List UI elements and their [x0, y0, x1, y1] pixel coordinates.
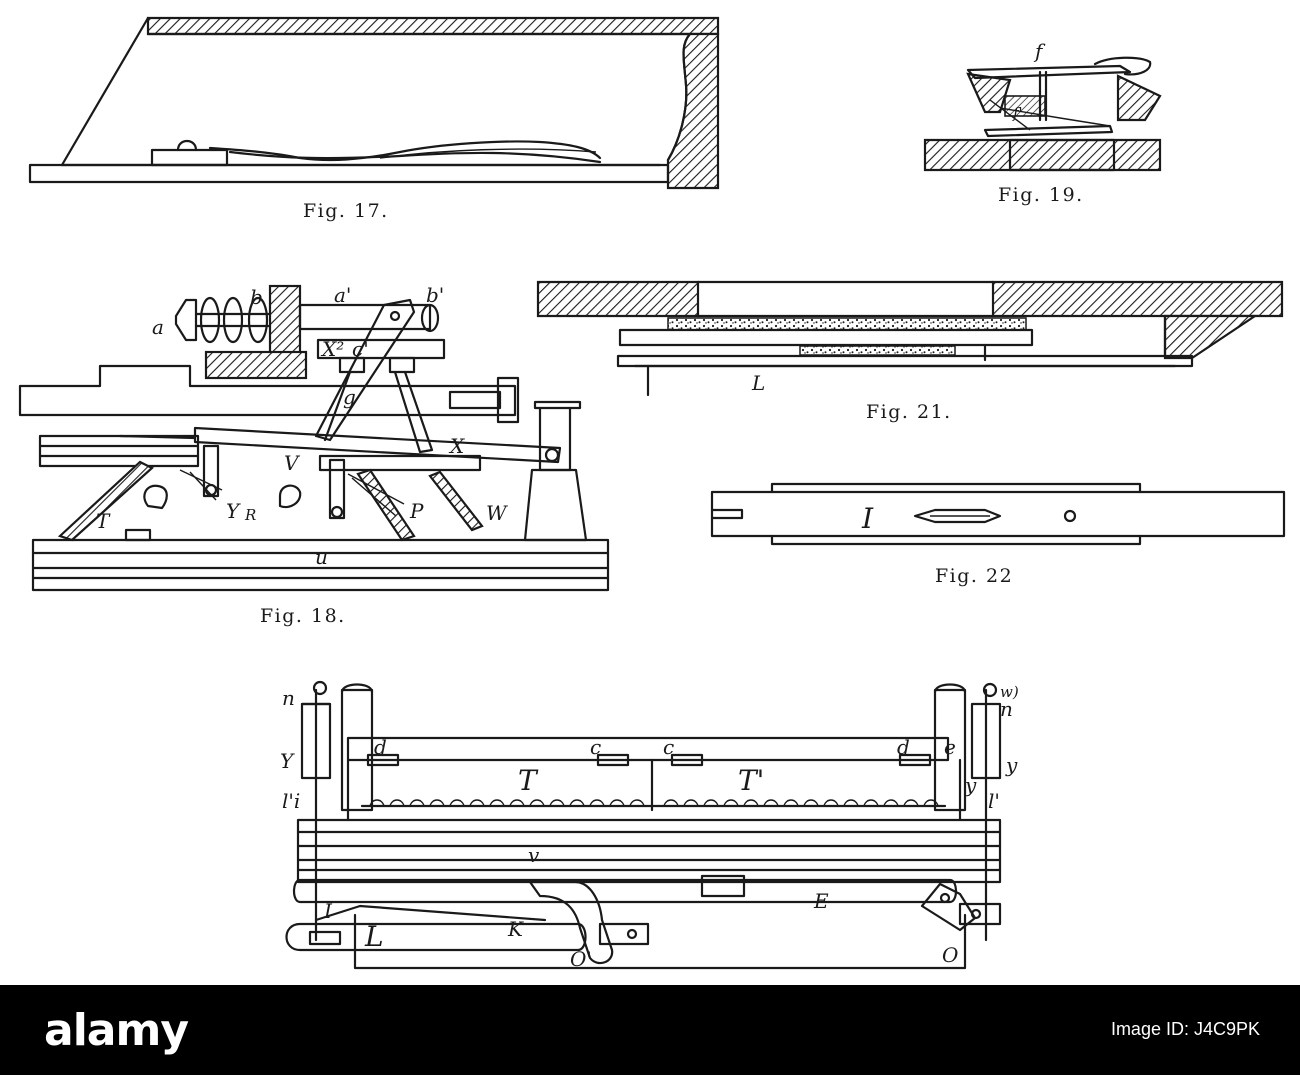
- fig20-label-c-left: c: [590, 735, 601, 759]
- image-id-text: Image ID: J4C9PK: [1110, 1019, 1260, 1039]
- fig18-label-w: W: [486, 501, 508, 525]
- figure-21: L Fig. 21.: [536, 280, 1284, 423]
- fig20-label-o-left: O': [570, 947, 592, 971]
- fig18-label-b: b: [250, 285, 263, 309]
- fig20-label-y-inner: y: [964, 773, 977, 797]
- watermark-brand: alamy Image ID: J4C9PK: [0, 985, 1300, 1075]
- fig20-label-t-left: T: [518, 764, 539, 797]
- fig18-label-a: a: [152, 315, 164, 339]
- figure-20: n n w) Y y y l'i l' d d e c c T T' v E K…: [280, 680, 1019, 971]
- fig21-label-l: L: [751, 371, 765, 395]
- fig18-label-b1: b': [426, 283, 444, 307]
- illustration-plate: Fig. 17. f f' Fig. 19.: [18, 16, 1286, 971]
- watermark-bar: [0, 985, 1300, 1075]
- fig21-caption: Fig. 21.: [866, 401, 952, 423]
- figure-18: a b a' b' X² c' g X V Y R T P W u Fig. 1…: [18, 283, 610, 627]
- fig20-label-v: v: [528, 843, 540, 867]
- fig19-caption: Fig. 19.: [998, 184, 1084, 206]
- fig19-label-f: f: [1033, 39, 1046, 63]
- fig18-label-x: X: [448, 434, 465, 458]
- fig20-label-l-left: l'i: [282, 789, 300, 813]
- fig18-label-t: T: [96, 509, 111, 533]
- fig18-label-x2: X²: [320, 337, 344, 361]
- fig20-label-t-right: T': [738, 764, 764, 797]
- alamy-logo: alamy: [44, 1005, 189, 1056]
- fig17-caption: Fig. 17.: [303, 200, 389, 222]
- fig20-label-e-rail: E: [813, 889, 829, 913]
- fig18-caption: Fig. 18.: [260, 605, 346, 627]
- figure-19: f f' Fig. 19.: [923, 39, 1162, 206]
- fig22-label-i: I: [861, 502, 874, 535]
- fig18-label-r: R: [244, 506, 256, 524]
- hammer-row: [369, 799, 939, 807]
- fig20-label-c-right: c: [663, 735, 674, 759]
- fig20-label-w: w): [1000, 683, 1019, 701]
- fig20-label-k: K: [507, 917, 524, 941]
- fig20-label-d-right: d: [897, 735, 910, 759]
- fig20-label-l-right: l': [988, 789, 1000, 813]
- fig22-caption: Fig. 22: [935, 565, 1013, 587]
- fig20-label-n-left: n: [282, 686, 295, 710]
- fig20-label-d-left: d: [374, 735, 387, 759]
- figure-17: Fig. 17.: [28, 16, 720, 222]
- fig20-label-l-lever: L: [364, 920, 384, 953]
- fig18-label-a1: a': [334, 283, 351, 307]
- fig20-label-y-left: Y: [280, 749, 295, 773]
- fig18-label-y: Y: [226, 499, 241, 523]
- fig20-label-o-right: O: [942, 943, 958, 967]
- fig18-label-g: g: [343, 385, 356, 409]
- fig18-label-u: u: [315, 545, 328, 569]
- fig20-label-e: e: [944, 735, 956, 759]
- fig18-label-v: V: [284, 451, 301, 475]
- fig20-label-y-right: y: [1005, 753, 1018, 777]
- fig20-label-n-right: n: [1000, 697, 1013, 721]
- fig18-label-p: P: [409, 499, 424, 523]
- figure-22: I Fig. 22: [710, 482, 1286, 587]
- fig18-label-c1: c': [352, 337, 369, 361]
- fig19-label-f1: f': [1012, 104, 1023, 122]
- fig20-label-i: I: [323, 899, 333, 923]
